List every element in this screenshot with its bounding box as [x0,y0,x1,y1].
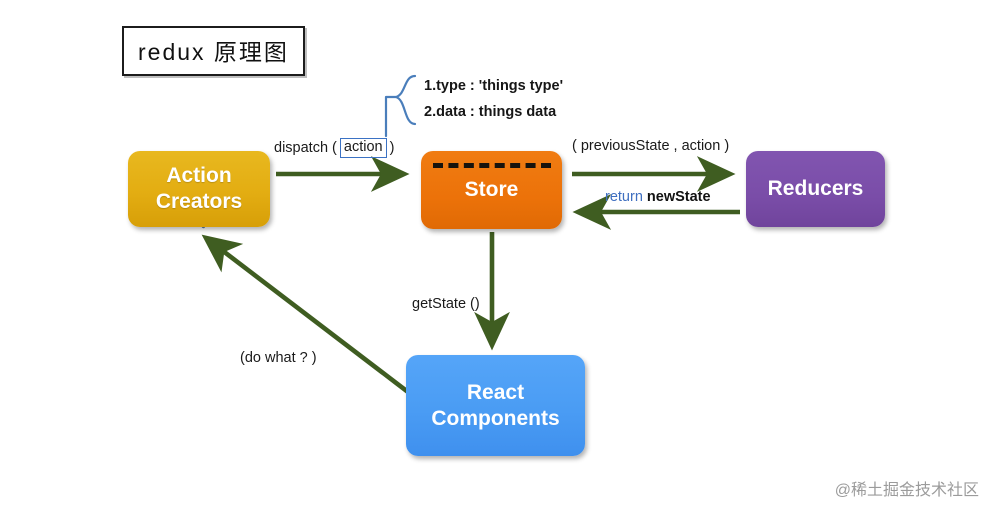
label-return-value: newState [646,189,711,205]
annotation-line-type: 1.type : 'things type' [424,78,564,94]
node-reducers[interactable]: Reducers [746,151,885,227]
label-dispatch-prefix: dispatch ( [274,139,337,156]
label-get-state: getState () [412,296,480,312]
label-do-what: (do what ? ) [240,350,317,366]
action-brace [384,74,417,138]
label-previous-state: ( previousState , action ) [572,138,730,154]
arrow-do-what [201,234,410,394]
node-reducers-label: Reducers [767,177,864,201]
annotation-line-data: 2.data : things data [424,104,557,120]
node-store-label: Store [464,178,519,202]
page-title-text: redux 原理图 [138,39,289,65]
label-return-keyword: return [605,189,643,205]
store-dashed-divider [433,163,551,168]
label-dispatch: dispatch ( action ) [274,138,394,158]
page-title: redux 原理图 [122,26,305,76]
label-return-newstate: return newState [605,189,711,205]
watermark: @稀土掘金技术社区 [834,482,979,499]
label-dispatch-action-box: action [339,138,387,158]
label-dispatch-suffix: ) [389,139,395,156]
